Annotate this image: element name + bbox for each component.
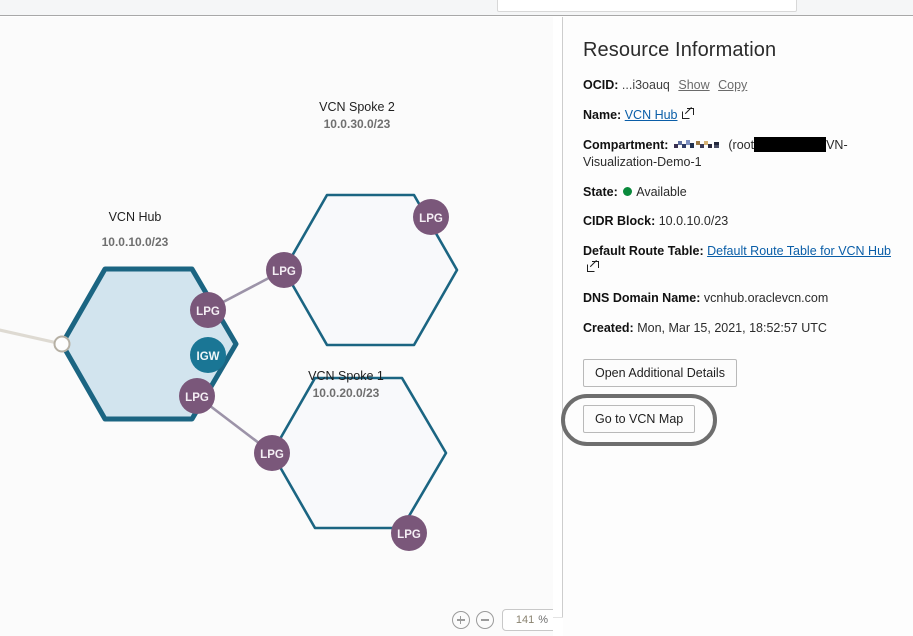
pane-divider [562, 17, 563, 617]
compartment-label: Compartment: [583, 137, 669, 152]
field-row-ocid: OCID: ...i3oauq Show Copy [583, 77, 899, 94]
gateway-label: LPG [419, 213, 443, 225]
field-row-state: State: Available [583, 184, 899, 201]
zoom-percent-symbol: % [538, 614, 549, 626]
gateway-label: LPG [196, 306, 220, 318]
zoom-controls[interactable]: 141 % [452, 609, 553, 631]
status-dot-icon [623, 186, 633, 196]
vcn-hub-cidr: 10.0.10.0/23 [102, 235, 169, 249]
gateway-node-spoke2-lpg-right[interactable]: LPG [413, 199, 449, 235]
external-link-icon[interactable] [587, 260, 599, 273]
hub-connection-anchor[interactable] [53, 335, 71, 353]
vcn-topology-graph: VCN Hub 10.0.10.0/23 VCN Spoke 2 10.0.30… [0, 100, 459, 551]
vcn-spoke-2-hexagon[interactable] [282, 193, 459, 347]
gateway-node-hub-lpg-top[interactable]: LPG [190, 292, 226, 328]
field-row-name: Name: VCN Hub [583, 106, 899, 124]
status-badge: Available [636, 184, 687, 199]
created-label: Created: [583, 320, 634, 335]
go-to-vcn-map-button[interactable]: Go to VCN Map [583, 404, 696, 433]
vcn-spoke-2-title: VCN Spoke 2 [319, 100, 395, 114]
name-value-link[interactable]: VCN Hub [624, 107, 678, 122]
zoom-in-button[interactable] [452, 611, 470, 629]
default-route-table-label: Default Route Table: [583, 244, 704, 259]
black-redaction-bar [754, 136, 827, 152]
gateway-node-hub-lpg-bottom[interactable]: LPG [179, 378, 215, 414]
field-row-dns-domain-name: DNS Domain Name: vcnhub.oraclevcn.com [583, 290, 899, 307]
external-link-icon[interactable] [681, 106, 694, 120]
go-to-vcn-map-wrapper: Go to VCN Map [561, 393, 717, 446]
vcn-spoke-1-cidr: 10.0.20.0/23 [313, 386, 380, 400]
vcn-spoke-1-title: VCN Spoke 1 [308, 369, 384, 383]
pixelated-redaction-icon [673, 139, 719, 148]
field-row-cidr-block: CIDR Block: 10.0.10.0/23 [583, 213, 899, 230]
state-label: State: [583, 184, 618, 199]
gateway-node-spoke1-lpg-left[interactable]: LPG [254, 435, 290, 471]
vcn-hub-title: VCN Hub [109, 210, 162, 224]
compartment-prefix: (root [728, 137, 755, 152]
gateway-label: IGW [197, 351, 220, 363]
gateway-label: LPG [272, 266, 296, 278]
vcn-spoke-2-cidr: 10.0.30.0/23 [324, 117, 391, 131]
top-toolbar-strip [0, 0, 913, 16]
partial-input-field[interactable] [497, 0, 797, 12]
gateway-label: LPG [185, 392, 209, 404]
dns-domain-name-value: vcnhub.oraclevcn.com [703, 291, 829, 305]
gateway-node-hub-igw[interactable]: IGW [190, 337, 226, 373]
cidr-block-value: 10.0.10.0/23 [658, 214, 729, 229]
default-route-table-link[interactable]: Default Route Table for VCN Hub [707, 244, 891, 259]
field-row-created: Created: Mon, Mar 15, 2021, 18:52:57 UTC [583, 320, 899, 337]
gateway-node-spoke2-lpg-left[interactable]: LPG [266, 252, 302, 288]
gateway-label: LPG [260, 449, 284, 461]
field-row-default-route-table: Default Route Table: Default Route Table… [583, 243, 899, 277]
gateway-label: LPG [397, 529, 421, 541]
zoom-level-field[interactable]: 141 % [502, 609, 553, 631]
zoom-level-value: 141 [515, 614, 535, 626]
dns-domain-name-label: DNS Domain Name: [583, 291, 701, 305]
name-label: Name: [583, 107, 622, 122]
compartment-suffix: VN-Visualization-Demo-1 [583, 137, 848, 169]
zoom-out-button[interactable] [476, 611, 494, 629]
ocid-label: OCID: [583, 78, 619, 92]
vcn-spoke-1-hexagon[interactable] [270, 376, 448, 530]
resource-information-panel: Resource Information OCID: ...i3oauq Sho… [561, 17, 913, 636]
ocid-show-link[interactable]: Show [678, 78, 710, 92]
gateway-node-spoke1-lpg-right[interactable]: LPG [391, 515, 427, 551]
ocid-copy-link[interactable]: Copy [718, 78, 748, 92]
ocid-value: ...i3oauq [621, 78, 670, 92]
open-additional-details-wrapper: Open Additional Details [583, 358, 899, 387]
vcn-topology-canvas[interactable]: VCN Hub 10.0.10.0/23 VCN Spoke 2 10.0.30… [0, 17, 553, 636]
cidr-block-label: CIDR Block: [583, 214, 656, 229]
open-additional-details-button[interactable]: Open Additional Details [583, 358, 737, 387]
page-title: Resource Information [583, 39, 777, 61]
created-value: Mon, Mar 15, 2021, 18:52:57 UTC [637, 320, 827, 335]
external-connection-edge [0, 328, 63, 346]
